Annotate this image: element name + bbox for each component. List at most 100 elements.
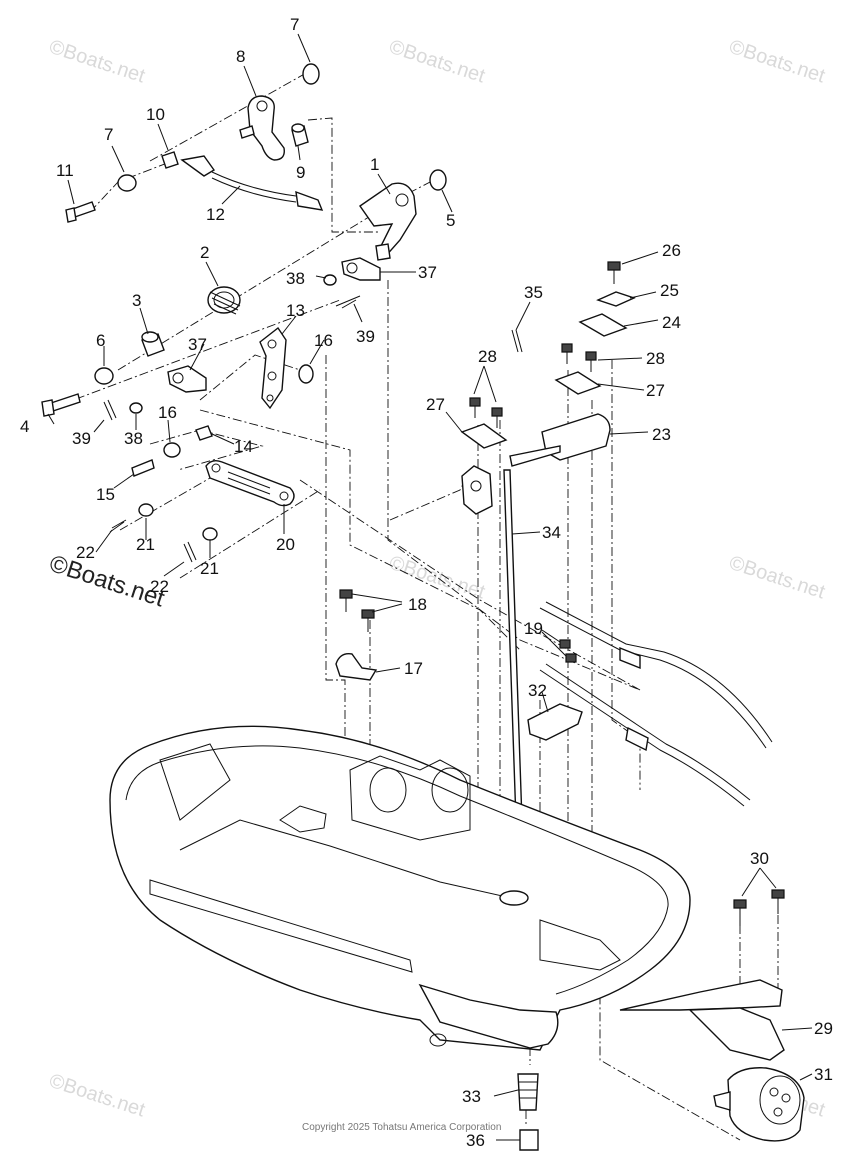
washer-part-7 <box>302 63 320 85</box>
callout-31: 31 <box>814 1065 833 1084</box>
callout-19: 19 <box>524 619 543 638</box>
leader-lines <box>47 33 813 1141</box>
bolt-part-30 <box>733 889 785 926</box>
callout-38: 38 <box>124 429 143 448</box>
clip-part-39b <box>103 399 117 421</box>
pin-part-22 <box>109 519 127 533</box>
washer-part-5 <box>429 169 447 191</box>
callout-30: 30 <box>750 849 769 868</box>
callout-7: 7 <box>104 125 113 144</box>
plug-part-33 <box>517 1073 539 1111</box>
callout-7: 7 <box>290 15 299 34</box>
callout-16: 16 <box>314 331 333 350</box>
callout-22: 22 <box>150 577 169 596</box>
clip-part-39 <box>335 295 361 309</box>
washer-part-16b <box>163 442 181 458</box>
pin-part-35 <box>511 329 523 353</box>
bottom-cowl-part <box>109 725 691 1051</box>
callout-27: 27 <box>646 381 665 400</box>
washer-part-6 <box>94 367 114 385</box>
callout-9: 9 <box>296 163 305 182</box>
callout-3: 3 <box>132 291 141 310</box>
cover-part-29 <box>619 979 785 1061</box>
bolt-part-11 <box>65 201 96 223</box>
watermark: ©Boats.net <box>726 36 828 88</box>
shaft-part-23 <box>461 413 611 515</box>
watermark: ©Boats.net <box>386 36 488 88</box>
watermark: ©Boats.net <box>386 552 488 604</box>
callout-27: 27 <box>426 395 445 414</box>
grommet-part-31 <box>713 1067 805 1142</box>
bolt-part-19 <box>559 639 577 663</box>
washer-part-21b <box>202 527 218 541</box>
plate-part-27b <box>460 423 508 449</box>
callout-1: 1 <box>370 155 379 174</box>
sleeve-part-14 <box>195 425 213 441</box>
plate-part-27 <box>554 371 602 395</box>
callout-22: 22 <box>76 543 95 562</box>
bolt-part-26 <box>607 261 621 284</box>
spring-part-2 <box>207 286 241 315</box>
callout-2: 2 <box>200 243 209 262</box>
callout-39: 39 <box>72 429 91 448</box>
clamp-part-17 <box>335 653 378 681</box>
callout-26: 26 <box>662 241 681 260</box>
callout-24: 24 <box>662 313 681 332</box>
bolt-part-28b <box>469 397 503 428</box>
callout-8: 8 <box>236 47 245 66</box>
joint-part-37b <box>167 365 207 393</box>
bolt-part-15 <box>131 459 155 477</box>
bracket-part-1 <box>359 182 417 261</box>
washer-part-7b <box>117 174 137 192</box>
link-rod-part-12 <box>180 155 324 211</box>
callout-23: 23 <box>652 425 671 444</box>
callout-39: 39 <box>356 327 375 346</box>
callout-38: 38 <box>286 269 305 288</box>
callout-25: 25 <box>660 281 679 300</box>
callout-28: 28 <box>646 349 665 368</box>
callout-12: 12 <box>206 205 225 224</box>
link-part-20 <box>205 459 295 507</box>
callout-5: 5 <box>446 211 455 230</box>
callout-11: 11 <box>56 161 74 180</box>
bracket-part-24 <box>578 313 628 337</box>
washer-part-38b <box>129 402 143 414</box>
callout-20: 20 <box>276 535 295 554</box>
callout-10: 10 <box>146 105 165 124</box>
bolt-part-28 <box>561 343 597 372</box>
callout-21: 21 <box>136 535 155 554</box>
lever-arm-part-8 <box>239 95 285 161</box>
cable-assembly <box>539 601 773 807</box>
sleeve-part-36 <box>519 1129 539 1151</box>
callout-17: 17 <box>404 659 423 678</box>
watermark: ©Boats.net <box>726 552 828 604</box>
pin-part-22b <box>183 541 197 563</box>
plate-part-13 <box>259 326 287 410</box>
joint-part-37 <box>341 257 381 281</box>
watermark: ©Boats.net <box>46 1070 148 1122</box>
callout-37: 37 <box>418 263 437 282</box>
bolt-part-4 <box>41 393 81 417</box>
callout-4: 4 <box>20 417 29 436</box>
callout-35: 35 <box>524 283 543 302</box>
callout-33: 33 <box>462 1087 481 1106</box>
callout-21: 21 <box>200 559 219 578</box>
washer-part-21 <box>138 503 154 517</box>
callout-18: 18 <box>408 595 427 614</box>
callout-36: 36 <box>466 1131 485 1150</box>
washer-part-38 <box>323 274 337 286</box>
callout-14: 14 <box>234 437 253 456</box>
plate-part-25 <box>596 291 636 307</box>
bracket-part-32 <box>527 703 583 741</box>
callout-15: 15 <box>96 485 115 504</box>
copyright-text: Copyright 2025 Tohatsu America Corporati… <box>302 1122 501 1133</box>
collar-part-10 <box>161 151 179 169</box>
callout-32: 32 <box>528 681 547 700</box>
callout-13: 13 <box>286 301 305 320</box>
callout-labels: 7 8 10 7 11 9 12 1 5 2 38 37 3 13 37 6 1… <box>20 15 833 1150</box>
callout-28: 28 <box>478 347 497 366</box>
callout-16: 16 <box>158 403 177 422</box>
washer-part-16 <box>298 364 314 384</box>
callout-37: 37 <box>188 335 207 354</box>
callout-34: 34 <box>542 523 561 542</box>
